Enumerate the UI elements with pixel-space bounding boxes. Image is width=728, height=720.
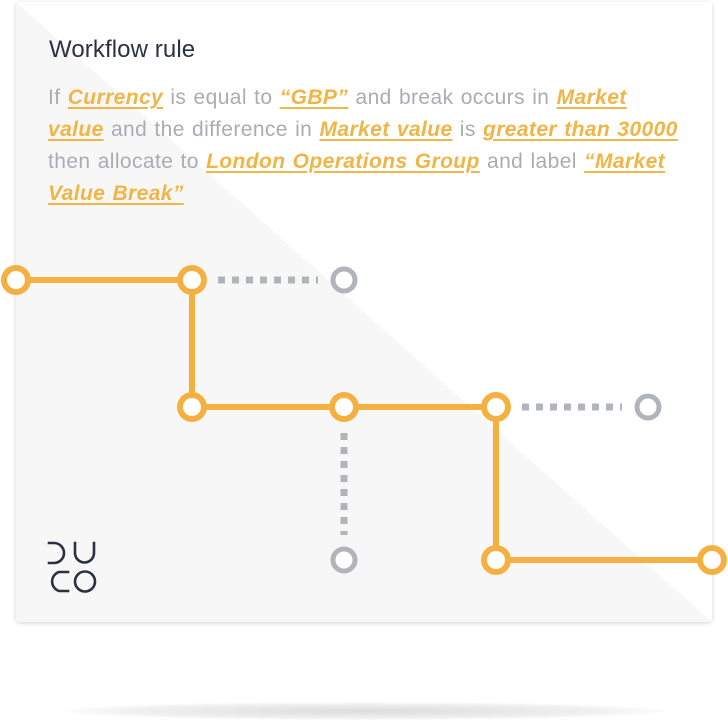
rule-sentence: If Currency is equal to “GBP” and break … (48, 82, 688, 210)
active-node-start (1, 265, 31, 295)
rule-token[interactable]: “GBP” (279, 86, 349, 109)
card-title: Workflow rule (49, 36, 196, 63)
active-node (329, 392, 359, 422)
rule-token[interactable]: Market value (319, 118, 453, 141)
rule-text-segment: then allocate to (48, 150, 207, 173)
rule-text-segment: is (452, 118, 483, 141)
inactive-node (330, 546, 358, 574)
workflow-rule-card: Workflow rule If Currency is equal to “G… (16, 2, 712, 622)
rule-token[interactable]: Market value (48, 86, 627, 141)
duco-logo (47, 541, 97, 593)
active-node-end (697, 545, 727, 575)
rule-token[interactable]: “Market Value Break” (48, 150, 666, 205)
rule-text-segment: and break occurs in (348, 86, 557, 109)
active-node (481, 392, 511, 422)
active-node (177, 392, 207, 422)
active-node (177, 265, 207, 295)
active-node (481, 545, 511, 575)
rule-text-segment: and label (479, 150, 585, 173)
rule-token[interactable]: Currency (67, 86, 164, 109)
inactive-node (330, 266, 358, 294)
rule-token[interactable]: greater than 30000 (482, 118, 678, 141)
rule-text-segment: If (48, 86, 68, 109)
inactive-node (634, 393, 662, 421)
card-floor-shadow (64, 702, 664, 720)
rule-text-segment: is equal to (163, 86, 280, 109)
rule-token[interactable]: London Operations Group (206, 150, 480, 173)
rule-text-segment: and the difference in (103, 118, 320, 141)
active-path (13, 277, 715, 563)
